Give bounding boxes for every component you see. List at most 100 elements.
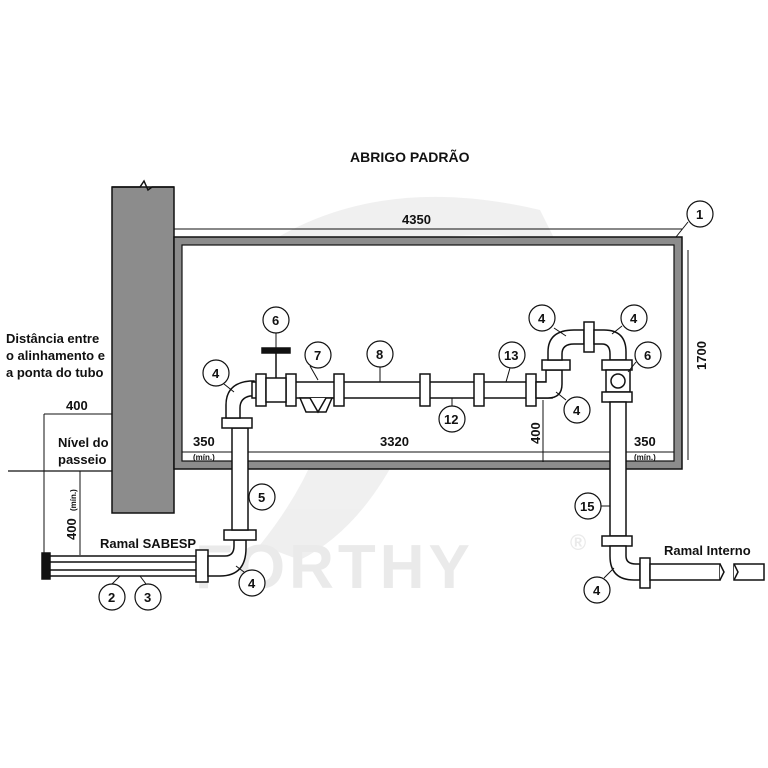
callout-7-circle	[304, 341, 332, 369]
callout-4e: 4	[555, 391, 591, 424]
callout-4f-text: 4	[593, 583, 601, 598]
ramal-sabesp-label: Ramal SABESP	[100, 536, 196, 551]
dim-3320-text: 3320	[380, 434, 409, 449]
right-bottom-elbow	[609, 545, 641, 581]
dim-4350-text: 4350	[402, 212, 431, 227]
callout-12-text: 12	[444, 412, 458, 427]
callout-4d-leader	[611, 325, 623, 335]
callout-4e-leader	[555, 391, 567, 401]
enclosure-inner	[181, 244, 675, 462]
callout-4c-leader	[553, 327, 567, 337]
callout-5-circle	[248, 483, 276, 511]
callout-4b-circle	[238, 569, 266, 597]
callout-13-circle	[498, 341, 526, 369]
sabesp-pipe-flange	[195, 549, 209, 583]
callout-6a-circle	[262, 306, 290, 334]
left-riser-pipe	[231, 427, 249, 531]
callout-3-circle	[134, 583, 162, 611]
meter-bottom-flange	[601, 391, 633, 403]
callout-3: 3	[134, 575, 162, 611]
callout-4f: 4	[583, 567, 615, 604]
callout-2-leader	[111, 575, 121, 585]
callout-6b-leader	[627, 361, 637, 373]
callout-4f-circle	[583, 576, 611, 604]
callout-15: 15	[574, 492, 610, 520]
flange-6	[525, 373, 537, 407]
distance-note-line3: a ponta do tubo	[6, 365, 104, 380]
callout-4a-circle	[202, 359, 230, 387]
callout-5-text: 5	[258, 490, 265, 505]
watermark-registered: ®	[570, 530, 586, 555]
callout-6b-text: 6	[644, 348, 651, 363]
main-line	[251, 373, 553, 414]
callout-4e-text: 4	[573, 403, 581, 418]
callout-12: 12	[438, 398, 466, 433]
callout-4a: 4	[202, 359, 235, 393]
left-riser-upper-flange	[221, 417, 253, 429]
wall-break-mark	[112, 179, 174, 192]
sidewalk-label-line1: Nível do	[58, 435, 109, 450]
flange-2	[285, 373, 297, 407]
dim-1700-text: 1700	[694, 341, 709, 370]
sidewalk-label-line2: passeio	[58, 452, 106, 467]
valve-body	[265, 377, 287, 403]
boundary-wall	[111, 186, 175, 514]
callout-4f-leader	[603, 567, 615, 579]
callout-12-circle	[438, 405, 466, 433]
dim-350-right-text: 350	[634, 434, 656, 449]
callout-13-leader	[505, 367, 511, 383]
callout-4c-text: 4	[538, 311, 546, 326]
callout-4e-circle	[563, 396, 591, 424]
callout-7-leader	[309, 365, 319, 381]
callout-3-text: 3	[144, 590, 151, 605]
distance-note-line2: o alinhamento e	[6, 348, 105, 363]
ramal-interno-break	[719, 563, 725, 581]
callout-13: 13	[498, 341, 526, 383]
callout-2-text: 2	[108, 590, 115, 605]
right-riser-lower-flange	[601, 535, 633, 547]
dim-depth-min: (mín.)	[69, 489, 78, 511]
right-loop	[535, 321, 765, 589]
callout-4b: 4	[235, 565, 266, 597]
callout-6b: 6	[627, 341, 662, 373]
ramal-interno-label: Ramal Interno	[664, 543, 751, 558]
callout-6a: 6	[262, 306, 290, 348]
callout-2: 2	[98, 575, 126, 611]
filter-wye	[309, 397, 327, 414]
dim-350-left-text: 350	[193, 434, 215, 449]
callout-8-text: 8	[376, 347, 383, 362]
callout-1: 1	[675, 200, 714, 238]
loop-top-flange	[583, 321, 595, 353]
left-riser	[207, 380, 257, 577]
callout-15-circle	[574, 492, 602, 520]
sabesp-pipe	[41, 549, 209, 583]
dim-setback-text: 400	[66, 398, 88, 413]
callout-4a-text: 4	[212, 366, 220, 381]
callout-6a-text: 6	[272, 313, 279, 328]
callout-3-leader	[139, 575, 147, 585]
dim-350-right-min: (mín.)	[634, 453, 656, 462]
flange-3	[333, 373, 345, 407]
callout-6b-circle	[634, 341, 662, 369]
dim-350-left-min: (mín.)	[193, 453, 215, 462]
callout-8-circle	[366, 340, 394, 368]
valve-handwheel	[261, 347, 291, 354]
callout-15-text: 15	[580, 499, 594, 514]
callout-4d-text: 4	[630, 311, 638, 326]
callout-4a-leader	[223, 383, 235, 393]
loop-right-flange	[601, 359, 633, 371]
ramal-interno-flange	[639, 557, 651, 589]
callout-4d-circle	[620, 304, 648, 332]
sabesp-pipe-body	[45, 555, 205, 577]
ramal-interno-break-2	[733, 563, 739, 581]
callout-1-circle	[686, 200, 714, 228]
distance-note-line1: Distância entre	[6, 331, 99, 346]
callout-1-text: 1	[696, 207, 703, 222]
callout-1-leader	[675, 221, 689, 238]
callout-4c: 4	[528, 304, 567, 337]
callout-4b-text: 4	[248, 576, 256, 591]
callout-4b-leader	[235, 565, 245, 573]
ramal-interno-pipe	[649, 563, 721, 581]
diagram-title: ABRIGO PADRÃO	[350, 148, 470, 165]
